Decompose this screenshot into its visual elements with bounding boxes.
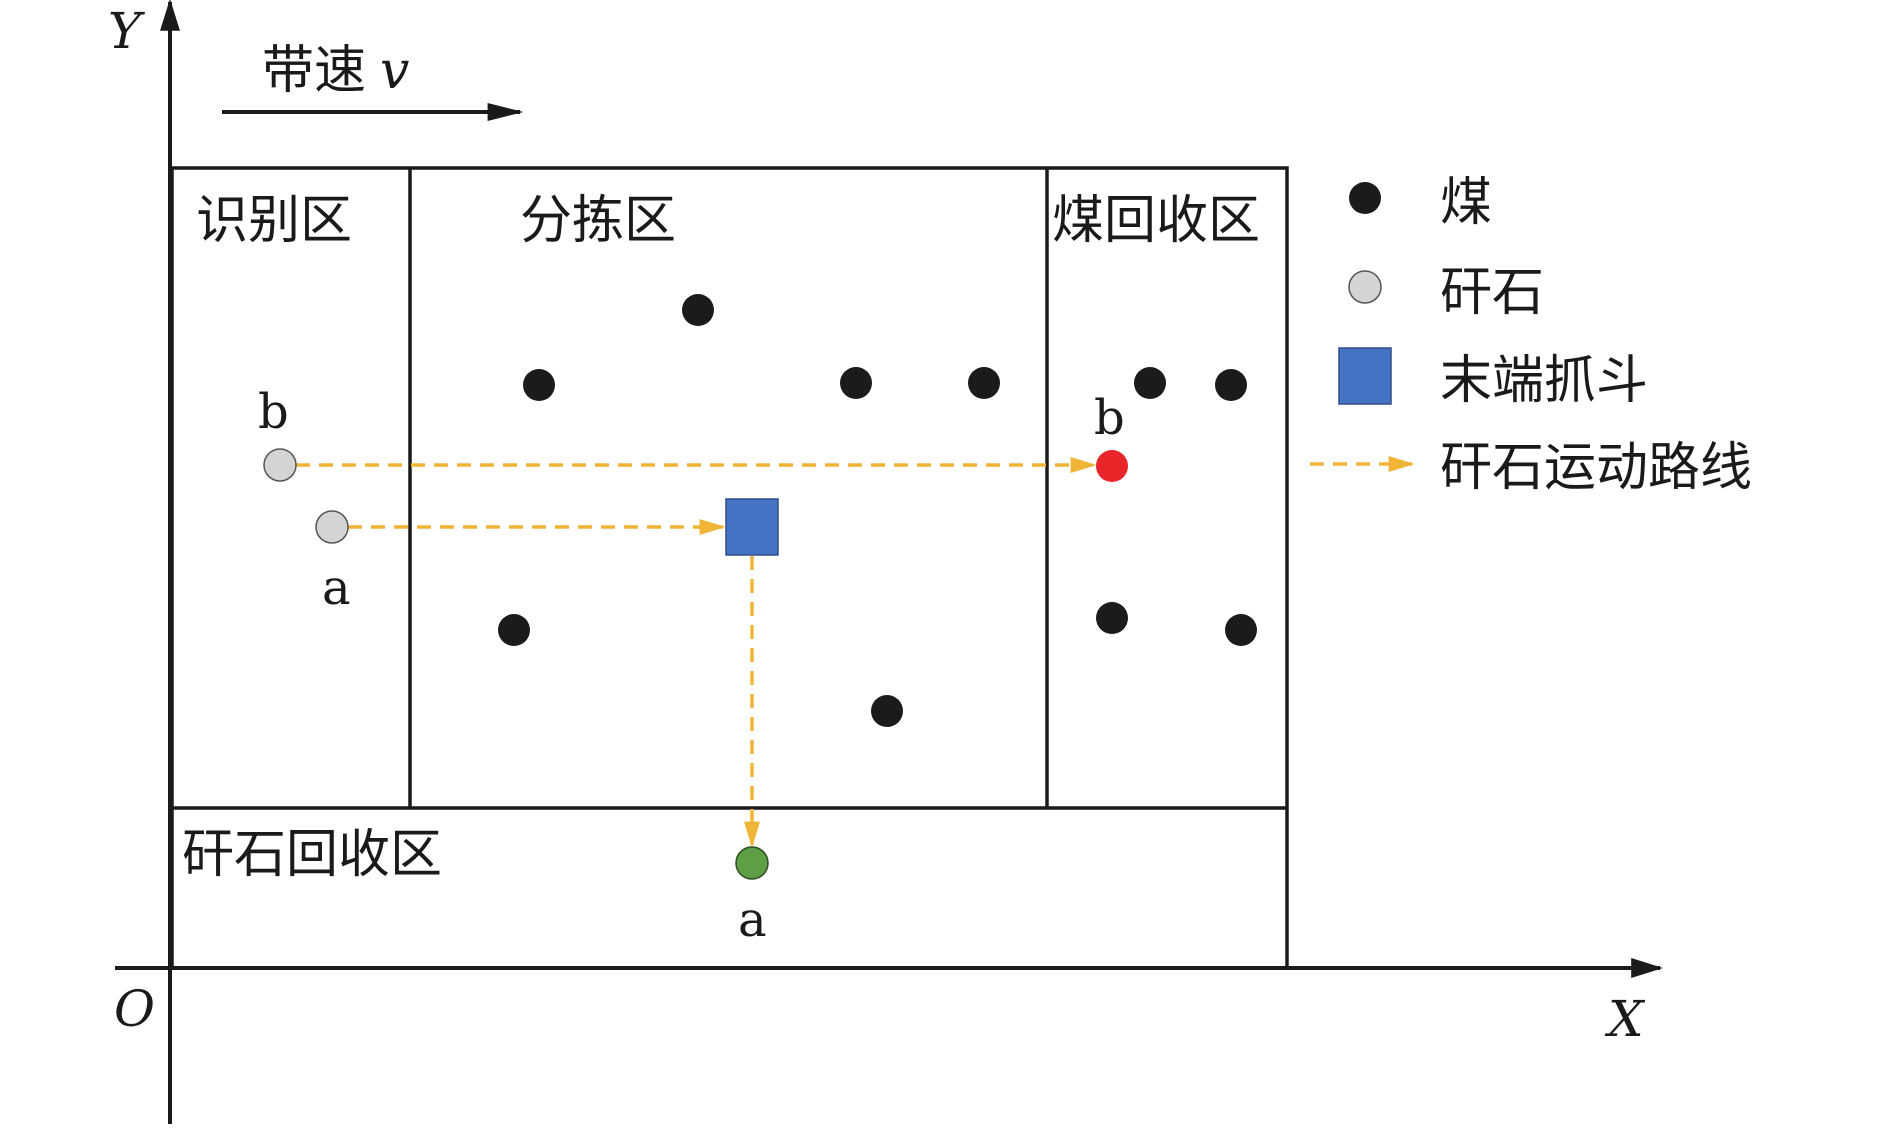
belt-speed-label: 带速	[262, 41, 366, 101]
point-label-b-start: b	[258, 384, 289, 440]
gangue-piece-b-in-coal-zone	[1096, 450, 1128, 482]
gangue-paths	[296, 457, 1097, 848]
zone-label-gangue-recovery: 矸石回收区	[182, 825, 442, 885]
zone-label-recognition: 识别区	[196, 191, 352, 251]
belt-area-border	[170, 166, 1289, 970]
coal-piece	[1096, 602, 1128, 634]
legend: 煤 矸石 末端抓斗 矸石运动路线	[1310, 173, 1752, 498]
y-axis-label: Y	[108, 2, 145, 60]
coal-pieces	[498, 294, 1257, 727]
x-axis-label: X	[1604, 990, 1646, 1048]
gangue-piece-b-start	[263, 448, 297, 482]
legend-coal-icon	[1349, 182, 1381, 214]
legend-gripper-label: 末端抓斗	[1440, 351, 1648, 411]
coal-piece	[1225, 614, 1257, 646]
coal-piece	[1215, 369, 1247, 401]
legend-gripper-icon	[1338, 347, 1392, 405]
gangue-piece-a-recovered	[735, 846, 769, 880]
end-gripper	[725, 498, 779, 556]
belt-speed-symbol: v	[380, 41, 409, 101]
zone-label-coal-recovery: 煤回收区	[1052, 191, 1260, 251]
zones-frame	[170, 166, 1289, 970]
legend-gangue-label: 矸石	[1440, 263, 1544, 323]
coal-piece	[968, 367, 1000, 399]
coal-piece	[682, 294, 714, 326]
legend-gangue-icon	[1348, 270, 1382, 304]
coal-piece	[1134, 367, 1166, 399]
point-label-a-end: a	[738, 892, 767, 948]
legend-coal-label: 煤	[1440, 173, 1492, 233]
coal-piece	[840, 367, 872, 399]
coal-piece	[871, 695, 903, 727]
point-label-a-start: a	[322, 560, 351, 616]
coal-piece	[523, 369, 555, 401]
point-label-b-end: b	[1094, 390, 1125, 446]
legend-path-label: 矸石运动路线	[1440, 438, 1752, 498]
zone-label-sorting: 分拣区	[520, 191, 676, 251]
gangue-piece-a-start	[315, 510, 349, 544]
origin-label: O	[114, 980, 155, 1038]
coal-piece	[498, 614, 530, 646]
